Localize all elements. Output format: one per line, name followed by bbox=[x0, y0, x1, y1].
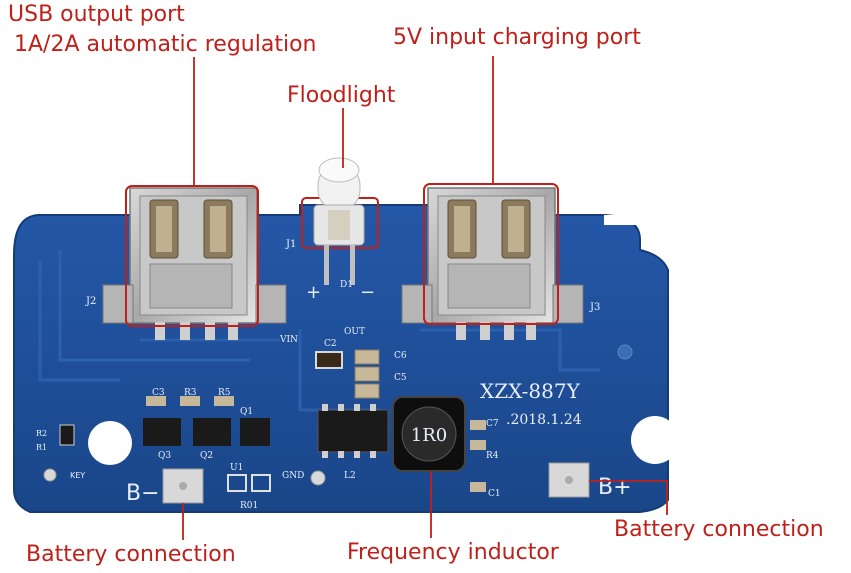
battery-pad-right bbox=[548, 462, 590, 498]
c3-label: C3 bbox=[152, 388, 165, 398]
usb-output-label-line2: 1A/2A automatic regulation bbox=[14, 32, 317, 57]
c5-label: C5 bbox=[394, 373, 407, 383]
battery-pad-left bbox=[162, 468, 204, 504]
j1-label: J1 bbox=[285, 239, 296, 250]
q3-label: Q3 bbox=[158, 451, 171, 461]
l2-label: L2 bbox=[344, 471, 356, 481]
gnd-label: GND bbox=[282, 471, 304, 481]
plus-label: + bbox=[306, 282, 321, 303]
input-port-highlight-box bbox=[423, 183, 559, 325]
input-port-label: 5V input charging port bbox=[393, 25, 641, 50]
key-label: KEY bbox=[70, 471, 85, 480]
vin-label: VIN bbox=[279, 335, 298, 345]
u1-label: U1 bbox=[230, 463, 243, 473]
usb-output-highlight-box bbox=[125, 185, 259, 327]
q1-label: Q1 bbox=[240, 407, 253, 417]
frequency-inductor: 1R0 bbox=[392, 396, 466, 472]
c1-label: C1 bbox=[488, 489, 501, 499]
battery-right-label: Battery connection bbox=[614, 517, 824, 542]
mounting-hole-left bbox=[88, 421, 132, 465]
c6-label: C6 bbox=[394, 351, 407, 361]
r4-label: R4 bbox=[486, 451, 499, 461]
floodlight-label: Floodlight bbox=[287, 83, 396, 108]
j2-label: J2 bbox=[85, 296, 96, 307]
j3-label: J3 bbox=[589, 302, 600, 313]
q2-label: Q2 bbox=[200, 451, 213, 461]
r2-label: R2 bbox=[36, 429, 47, 438]
out-label: OUT bbox=[344, 327, 365, 337]
minus-label: − bbox=[360, 282, 375, 303]
capacitor-c2 bbox=[315, 351, 343, 369]
b-plus-label: B+ bbox=[598, 475, 632, 500]
leader-lines bbox=[182, 56, 668, 540]
r1-label: R1 bbox=[36, 443, 47, 452]
d1-label: D1 bbox=[340, 280, 353, 290]
battery-left-label: Battery connection bbox=[26, 542, 236, 567]
r01-label: R01 bbox=[240, 501, 258, 511]
b-minus-label: B− bbox=[126, 481, 160, 506]
r5-label: R5 bbox=[218, 388, 231, 398]
board-date: .2018.1.24 bbox=[506, 412, 582, 428]
mounting-hole-right bbox=[631, 416, 679, 464]
floodlight-led bbox=[301, 157, 379, 285]
ic-u2 bbox=[317, 409, 389, 453]
usb-output-label-line1: USB output port bbox=[8, 2, 185, 27]
ic-q1 bbox=[143, 418, 181, 446]
inductor-code: 1R0 bbox=[411, 425, 447, 446]
usb-output-port bbox=[102, 187, 287, 340]
r3-label: R3 bbox=[184, 388, 197, 398]
board-model: XZX-887Y bbox=[480, 379, 581, 403]
input-charging-port bbox=[401, 187, 584, 340]
ic-q2 bbox=[193, 418, 231, 446]
c2-label: C2 bbox=[324, 339, 337, 349]
c7-label: C7 bbox=[486, 419, 499, 429]
ic-q3 bbox=[240, 418, 270, 446]
frequency-inductor-label: Frequency inductor bbox=[347, 540, 559, 565]
